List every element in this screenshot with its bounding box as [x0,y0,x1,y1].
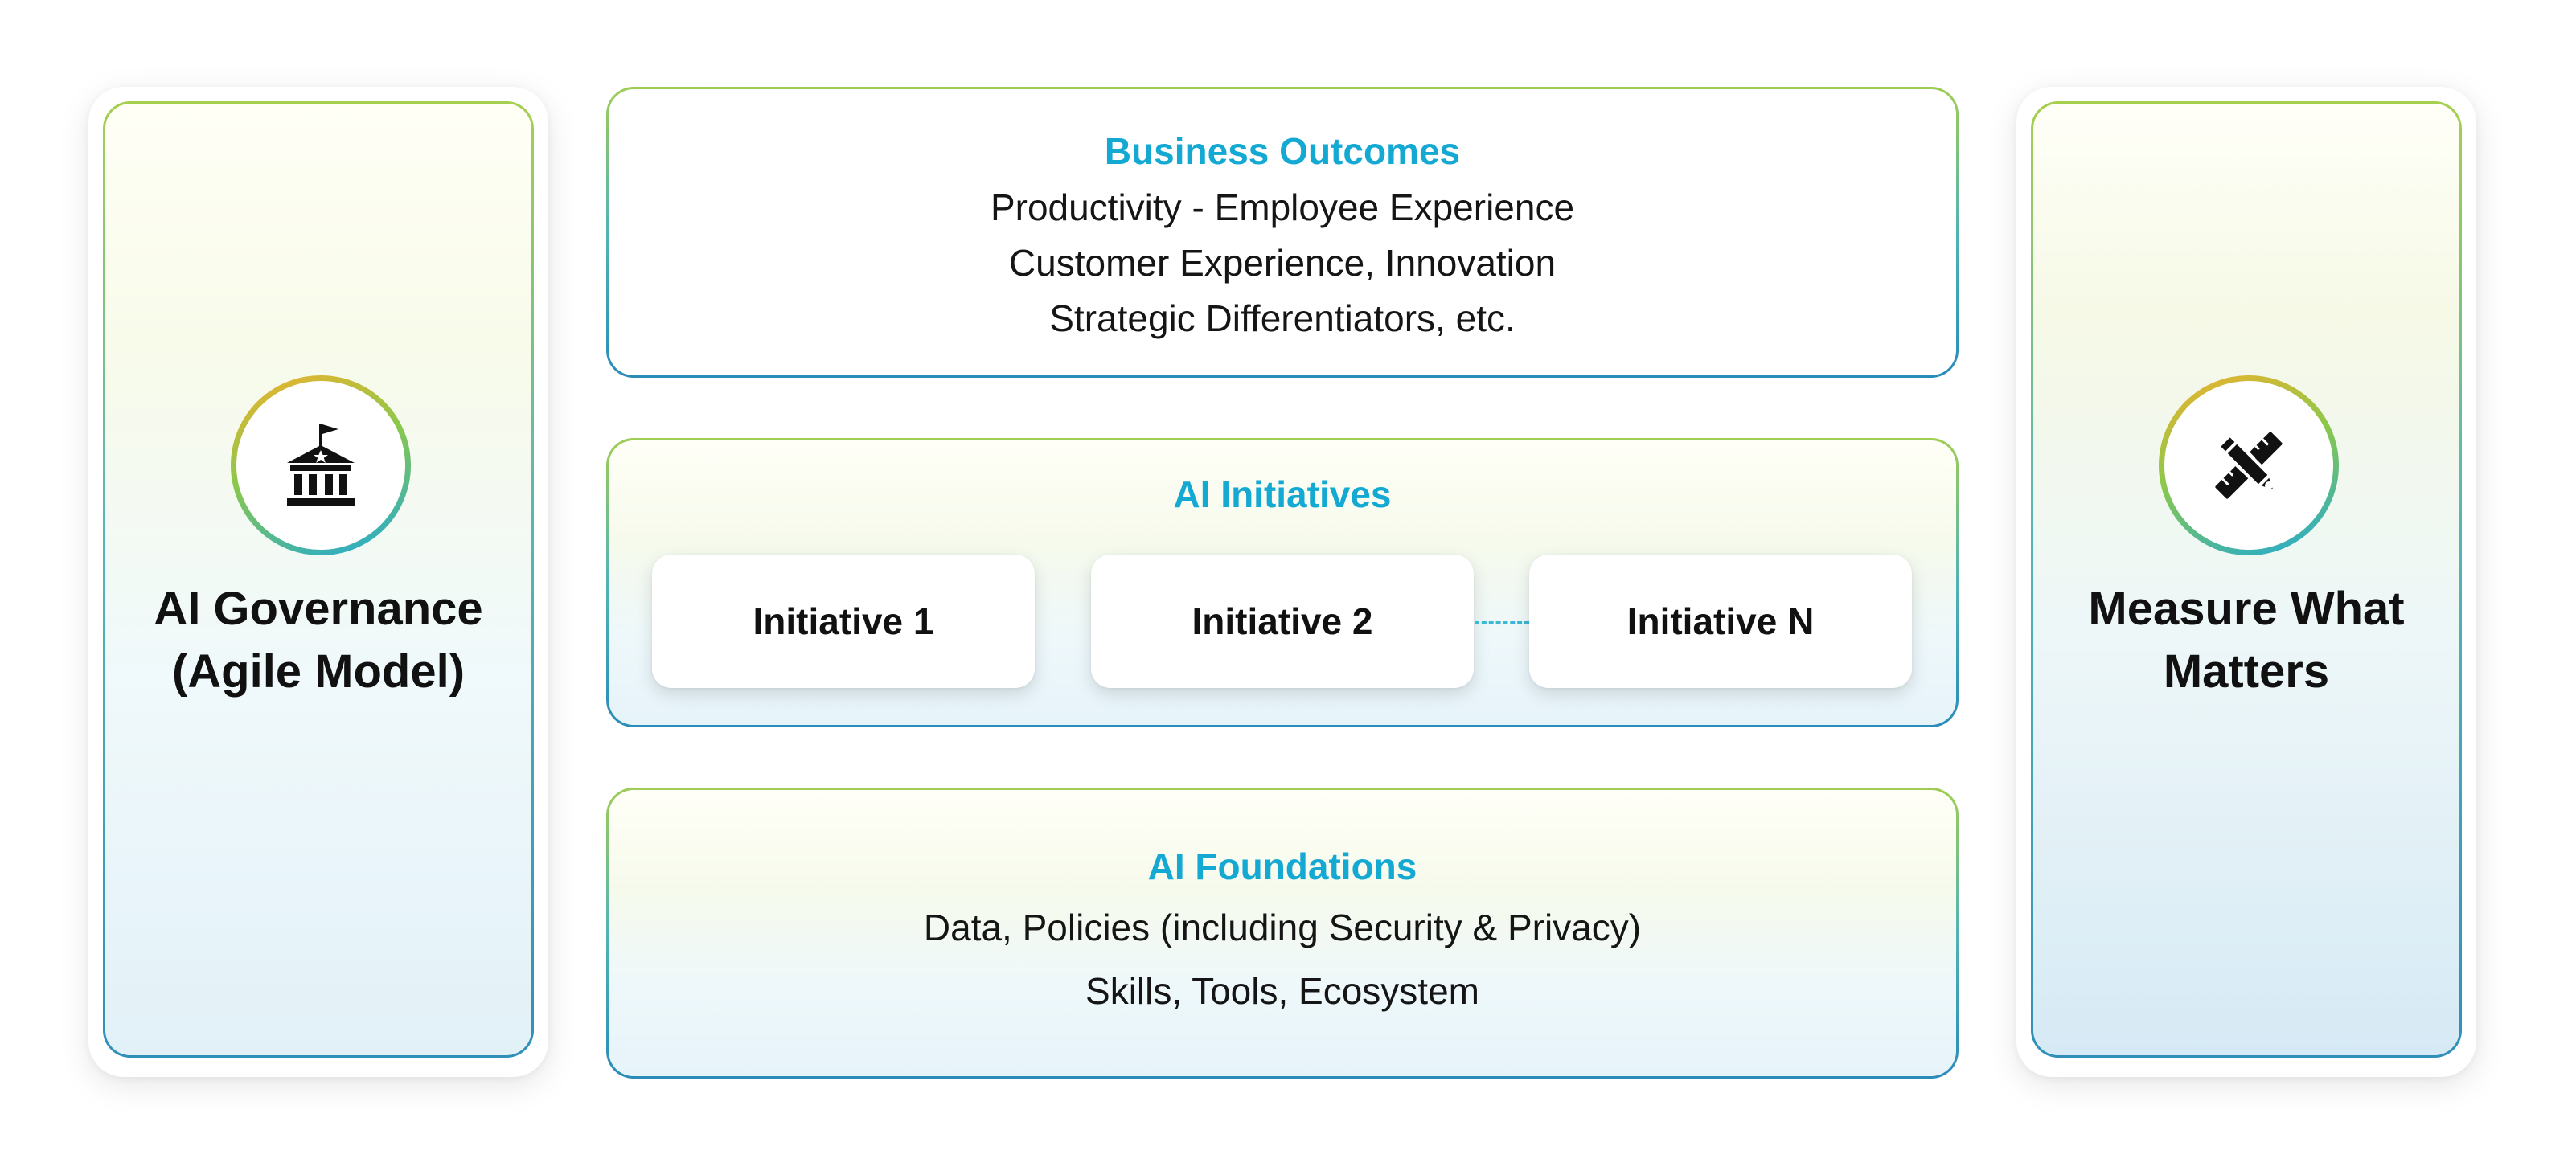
ai-foundations-line: Data, Policies (including Security & Pri… [923,907,1642,948]
business-outcomes-line: Productivity - Employee Experience [990,186,1575,228]
business-outcomes-box: Business Outcomes Productivity - Employe… [606,87,1959,378]
governance-icon-ring [231,375,411,555]
governance-panel: AI Governance (Agile Model) [103,101,534,1058]
governance-panel-frame: AI Governance (Agile Model) [88,87,548,1077]
government-building-icon [287,424,355,506]
ai-foundations-box: AI Foundations Data, Policies (including… [606,788,1959,1079]
measure-title-line1: Measure What [2088,583,2405,635]
governance-title-line1: AI Governance [154,583,483,635]
measure-panel: Measure What Matters [2031,101,2462,1058]
measure-title: Measure What Matters [2033,578,2459,703]
initiative-connector [1475,621,1529,624]
initiative-card: Initiative 1 [652,555,1035,688]
measure-panel-frame: Measure What Matters [2016,87,2476,1077]
business-outcomes-title: Business Outcomes [1104,130,1461,172]
business-outcomes-line: Customer Experience, Innovation [1008,242,1557,284]
measure-title-line2: Matters [2163,645,2330,698]
ai-initiatives-title: AI Initiatives [1173,473,1392,515]
initiative-card: Initiative 2 [1091,555,1474,688]
ai-initiatives-box: AI Initiatives Initiative 1 Initiative 2… [606,438,1959,727]
initiative-card: Initiative N [1529,555,1912,688]
pencil-ruler-icon [2215,432,2283,499]
ai-foundations-line: Skills, Tools, Ecosystem [1085,970,1479,1012]
business-outcomes-line: Strategic Differentiators, etc. [1049,297,1516,339]
ai-foundations-title: AI Foundations [1147,845,1417,887]
governance-title-line2: (Agile Model) [171,645,466,698]
governance-title: AI Governance (Agile Model) [105,578,531,703]
measure-icon-ring [2159,375,2339,555]
